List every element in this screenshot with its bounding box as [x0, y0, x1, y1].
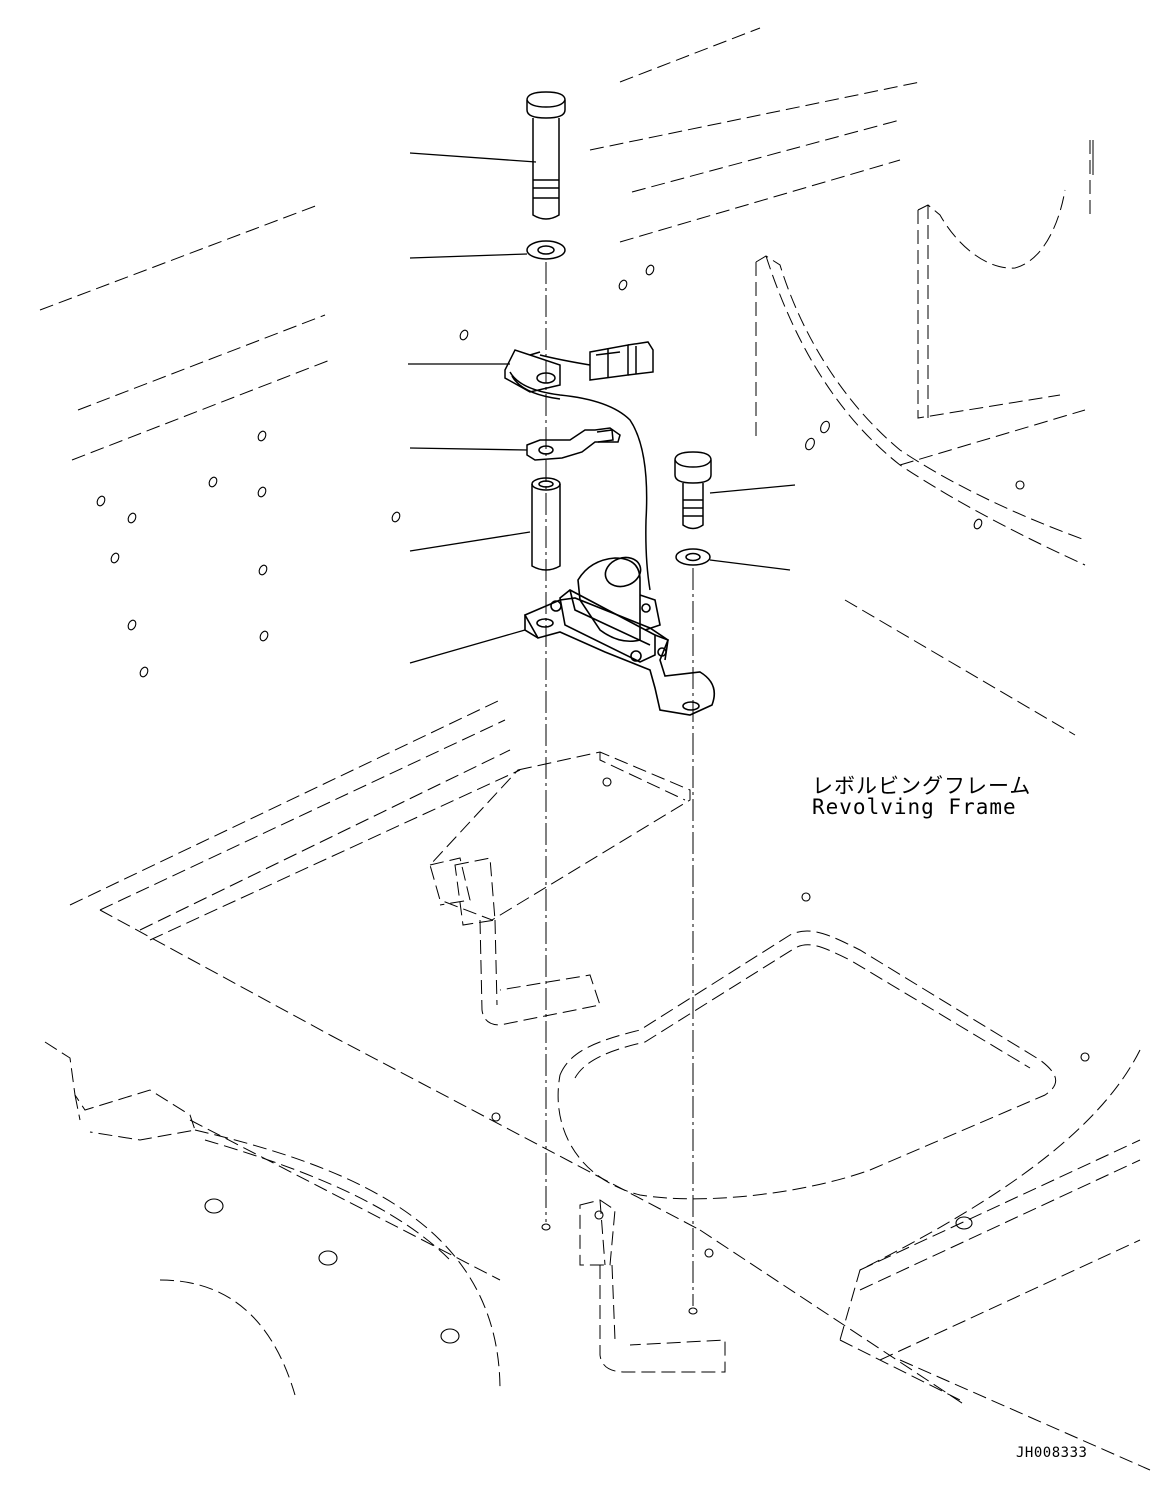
wire-harness[interactable] [504, 341, 654, 591]
spacer-collar[interactable] [531, 477, 561, 571]
revolving-frame-label-en: Revolving Frame [812, 795, 1017, 819]
drawing-id: JH008333 [1016, 1445, 1088, 1461]
long-bolt[interactable] [526, 91, 566, 220]
ground-terminal[interactable] [526, 427, 621, 461]
washer-right[interactable] [675, 548, 711, 566]
revolving-frame-outline [39, 27, 1151, 1471]
leader-lines [408, 152, 796, 664]
revolving-frame-label-jp: レボルビングフレーム [812, 774, 1032, 798]
washer-upper[interactable] [526, 240, 566, 260]
frame-holes [96, 264, 1090, 1344]
buzzer-assembly[interactable] [523, 553, 716, 716]
short-bolt[interactable] [674, 451, 712, 530]
assembly-center-lines [545, 262, 694, 1306]
